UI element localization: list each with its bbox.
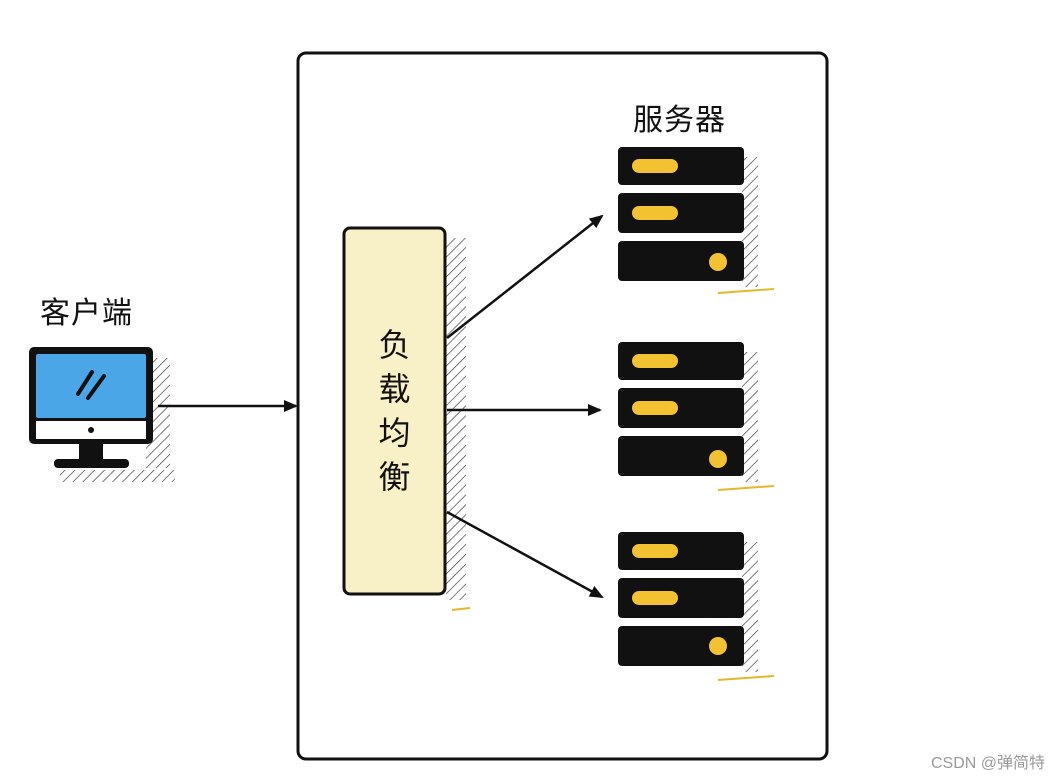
server-3-icon (618, 532, 775, 681)
server-1-icon (618, 147, 775, 294)
server-cluster-frame (296, 51, 829, 761)
lb-to-server-1-arrow (446, 214, 604, 339)
lb-char-2: 载 (378, 370, 411, 408)
lb-to-server-3-arrow (446, 510, 604, 599)
lb-char-1: 负 (378, 326, 411, 364)
watermark: CSDN @弹简特 (930, 755, 1045, 772)
servers-label: 服务器 (633, 103, 726, 138)
lb-char-3: 均 (378, 414, 411, 452)
client-screen (36, 354, 146, 418)
lb-char-4: 衡 (378, 458, 411, 496)
client-computer-icon (29, 347, 175, 482)
server-2-icon (618, 342, 775, 491)
load-balancer-label: 负 载 均 衡 (344, 228, 445, 594)
client-label: 客户端 (40, 296, 133, 331)
